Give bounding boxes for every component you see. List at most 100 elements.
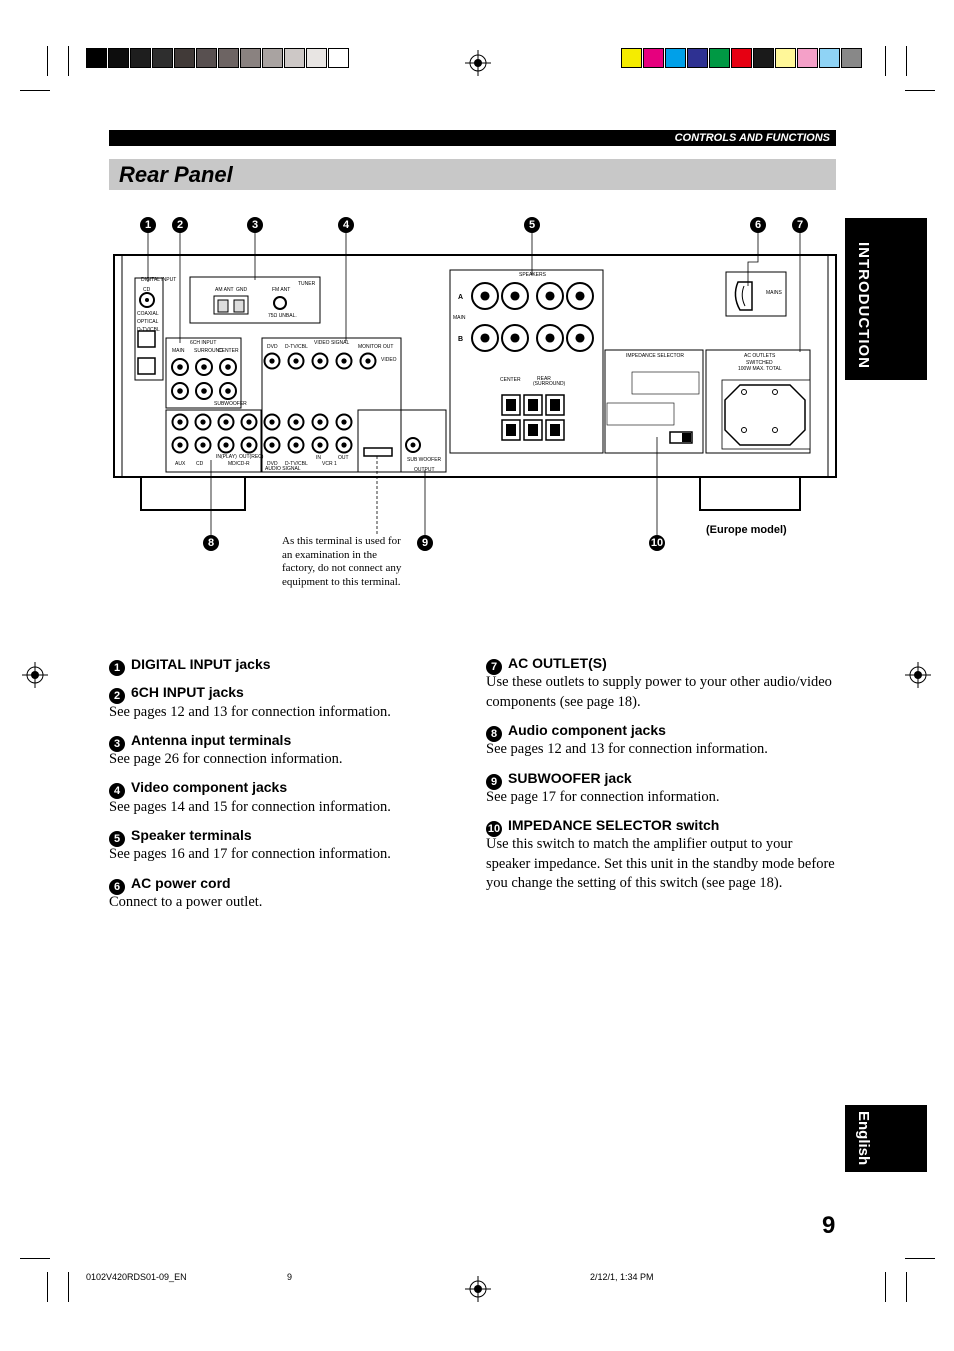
callout-7: 7 bbox=[792, 217, 808, 233]
footer-date: 2/12/1, 1:34 PM bbox=[590, 1272, 654, 1282]
section-header-bar: CONTROLS AND FUNCTIONS bbox=[109, 130, 836, 146]
6ch-input-jacks bbox=[171, 358, 237, 400]
spring-terminal-lever-6 bbox=[550, 424, 560, 436]
color-scale-bar bbox=[621, 48, 863, 68]
left-foot bbox=[140, 476, 246, 511]
audio-jack-top-2-pin bbox=[200, 419, 206, 425]
lbl-speaker-center: CENTER bbox=[500, 377, 521, 383]
gray-scale-bar bbox=[86, 48, 350, 68]
color-swatch-7 bbox=[753, 48, 774, 68]
lbl-ac-outlets: AC OUTLETS bbox=[744, 353, 776, 359]
speaker-terminal-7-pin bbox=[545, 333, 555, 343]
rear-panel-diagram: DIGITAL INPUT CD COAXIAL OPTICAL D-TV/CB… bbox=[113, 232, 837, 535]
color-swatch-4 bbox=[687, 48, 708, 68]
lbl-video-signal: VIDEO SIGNAL bbox=[314, 340, 350, 346]
spring-terminal-lever-3 bbox=[550, 399, 560, 411]
video-jacks bbox=[263, 352, 377, 454]
impedance-selector-switch bbox=[669, 431, 693, 444]
six-ch-jack-bottom-3-pin bbox=[225, 388, 231, 394]
lbl-vcr-in: IN bbox=[316, 455, 321, 461]
callout-3: 3 bbox=[247, 217, 263, 233]
speaker-terminal-4-pin bbox=[575, 291, 585, 301]
gray-swatch-2 bbox=[108, 48, 129, 68]
lbl-am-ant: AM ANT bbox=[215, 287, 234, 293]
lbl-6ch-input: 6CH INPUT bbox=[190, 340, 216, 346]
lbl-coaxial: COAXIAL bbox=[137, 311, 159, 317]
spring-terminal-lever-4 bbox=[506, 424, 516, 436]
video-jack-4-pin bbox=[341, 358, 347, 364]
item-7-text: Use these outlets to supply power to you… bbox=[486, 674, 832, 710]
registration-mark-right bbox=[905, 662, 931, 688]
color-swatch-2 bbox=[643, 48, 664, 68]
video-jack-2-pin bbox=[293, 358, 299, 364]
gray-swatch-5 bbox=[174, 48, 195, 68]
video-audio-jack-bottom-2-pin bbox=[293, 442, 299, 448]
callout-1: 1 bbox=[140, 217, 156, 233]
power-cord bbox=[734, 281, 753, 311]
item-3-text: See page 26 for connection information. bbox=[109, 751, 343, 767]
optical-jack-1 bbox=[137, 330, 156, 348]
audio-jack-top-1-pin bbox=[177, 419, 183, 425]
lbl-speaker-rear-surround: (SURROUND) bbox=[533, 381, 566, 387]
lbl-out-rec: OUT(REC) bbox=[239, 454, 264, 460]
lbl-cd: CD bbox=[143, 287, 151, 293]
video-audio-jack-top-3-pin bbox=[317, 419, 323, 425]
lbl-speaker-a: A bbox=[458, 294, 463, 301]
lbl-output: OUTPUT bbox=[414, 467, 435, 473]
registration-mark-bottom bbox=[465, 1276, 491, 1302]
lbl-speaker-main: MAIN bbox=[453, 315, 466, 321]
lbl-mains: MAINS bbox=[766, 290, 783, 296]
lbl-dvd-video: DVD bbox=[267, 344, 278, 350]
video-audio-jack-bottom-3-pin bbox=[317, 442, 323, 448]
lbl-speakers: SPEAKERS bbox=[519, 272, 547, 278]
gray-swatch-1 bbox=[86, 48, 107, 68]
optical-jack-2 bbox=[137, 357, 156, 375]
lbl-cd-audio: CD bbox=[196, 461, 204, 467]
color-swatch-11 bbox=[841, 48, 862, 68]
video-jack-3-pin bbox=[317, 358, 323, 364]
callout-6: 6 bbox=[750, 217, 766, 233]
speaker-terminals bbox=[471, 282, 594, 441]
ac-outlet bbox=[724, 384, 806, 446]
factory-terminal bbox=[363, 447, 393, 457]
lbl-6ch-subwoofer: SUBWOOFER bbox=[214, 401, 247, 407]
gray-swatch-8 bbox=[240, 48, 261, 68]
audio-jack-bottom-2-pin bbox=[200, 442, 206, 448]
lbl-dvd-audio: DVD bbox=[267, 461, 278, 467]
lbl-6ch-surround: SURROUND bbox=[194, 348, 223, 354]
six-ch-jack-top-1-pin bbox=[177, 364, 183, 370]
lbl-speaker-rear: REAR bbox=[537, 376, 551, 382]
registration-mark-top bbox=[465, 50, 491, 76]
item-6-text: Connect to a power outlet. bbox=[109, 894, 263, 910]
lbl-vcr-out: OUT bbox=[338, 455, 349, 461]
video-jack-5-pin bbox=[365, 358, 371, 364]
section-label: CONTROLS AND FUNCTIONS bbox=[674, 132, 830, 144]
callout-5: 5 bbox=[524, 217, 540, 233]
color-swatch-1 bbox=[621, 48, 642, 68]
lbl-monitor-out: MONITOR OUT bbox=[358, 344, 393, 350]
speaker-terminal-1-pin bbox=[480, 291, 490, 301]
lbl-unbal: 75Ω UNBAL. bbox=[268, 313, 297, 319]
callout-2: 2 bbox=[172, 217, 188, 233]
footer-page: 9 bbox=[287, 1272, 293, 1282]
audio-jack-top-3-pin bbox=[223, 419, 229, 425]
lbl-gnd: GND bbox=[236, 287, 248, 293]
callout-4: 4 bbox=[338, 217, 354, 233]
item-4-text: See pages 14 and 15 for connection infor… bbox=[109, 799, 391, 815]
item-10-text: Use this switch to match the amplifier o… bbox=[486, 836, 835, 891]
color-swatch-5 bbox=[709, 48, 730, 68]
color-swatch-8 bbox=[775, 48, 796, 68]
page-number: 9 bbox=[822, 1212, 836, 1239]
audio-jack-bottom-4-pin bbox=[246, 442, 252, 448]
item-9-text: See page 17 for connection information. bbox=[486, 789, 720, 805]
registration-mark-left bbox=[22, 662, 48, 688]
